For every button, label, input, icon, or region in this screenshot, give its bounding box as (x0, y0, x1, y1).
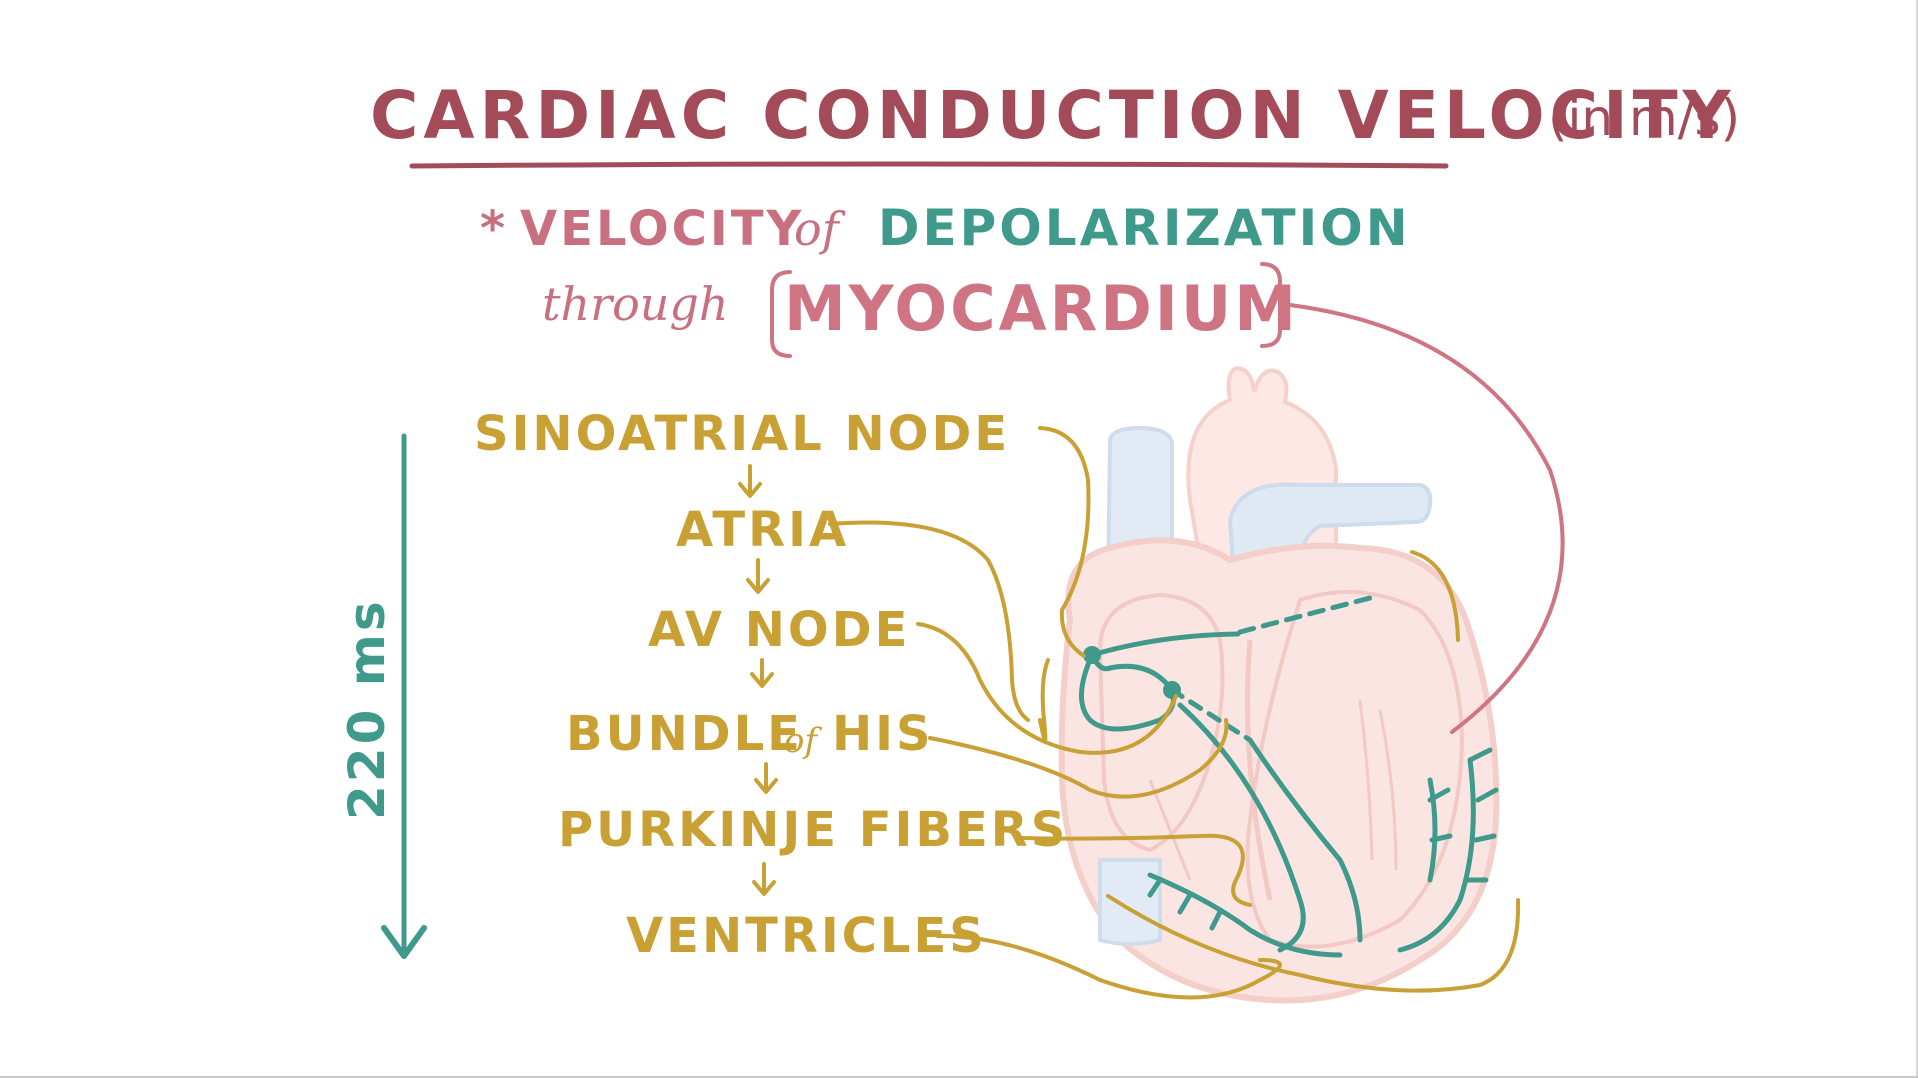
pathway-atria: ATRIA (676, 502, 849, 558)
leader-atria (828, 520, 1030, 722)
pathway-sinoatrial-node: SINOATRIAL NODE (474, 406, 1010, 462)
definition-depolarization: DEPOLARIZATION (878, 199, 1411, 257)
bracket-left (770, 270, 792, 358)
conduction-system (1079, 595, 1499, 958)
definition-of: of (794, 202, 846, 256)
arrow-sa-to-atria (738, 464, 762, 498)
arrow-purkinje-to-ventricles (752, 862, 776, 896)
leader-av-node (916, 622, 1178, 755)
pathway-purkinje-fibers: PURKINJE FIBERS (558, 802, 1068, 858)
leader-atrium-right-wall (1410, 550, 1460, 642)
pathway-arrows (738, 464, 778, 896)
leader-bundle-his (928, 718, 1229, 799)
definition-velocity: VELOCITY (520, 201, 804, 257)
arrow-atria-to-av (746, 558, 770, 594)
timing-arrow (381, 433, 427, 959)
pathway-his: HIS (832, 706, 934, 762)
arrow-av-to-bundle (750, 658, 774, 688)
leader-ventricle-wall (1106, 894, 1521, 993)
timing-label: 220 ms (338, 598, 396, 820)
definition-through: through (542, 277, 729, 331)
pathway-ventricles: VENTRICLES (626, 908, 987, 964)
myocardium-pointer (1288, 303, 1565, 734)
bracket-right (1260, 262, 1282, 348)
page-title: CARDIAC CONDUCTION VELOCITY (370, 77, 1735, 154)
leader-lines (828, 426, 1521, 1000)
title-unit: (in m/s) (1548, 89, 1740, 147)
leader-purkinje-fibers (1020, 833, 1252, 907)
definition-myocardium: MYOCARDIUM (784, 272, 1299, 345)
title-underline (409, 161, 1449, 169)
frame-bottom-border (0, 1076, 1918, 1078)
frame-right-border (1916, 0, 1918, 1078)
arrow-bundle-to-purkinje (754, 762, 778, 794)
pathway-av-node: AV NODE (648, 602, 910, 658)
leader-sinoatrial-node (1038, 426, 1091, 658)
sa-node-dot (1083, 646, 1101, 664)
pathway-bundle-of: of (784, 721, 822, 761)
definition-asterisk: * (480, 201, 508, 257)
av-node-dot (1163, 681, 1181, 699)
pathway-bundle: BUNDLE (566, 706, 803, 762)
leader-atria-bracket (1038, 658, 1050, 742)
